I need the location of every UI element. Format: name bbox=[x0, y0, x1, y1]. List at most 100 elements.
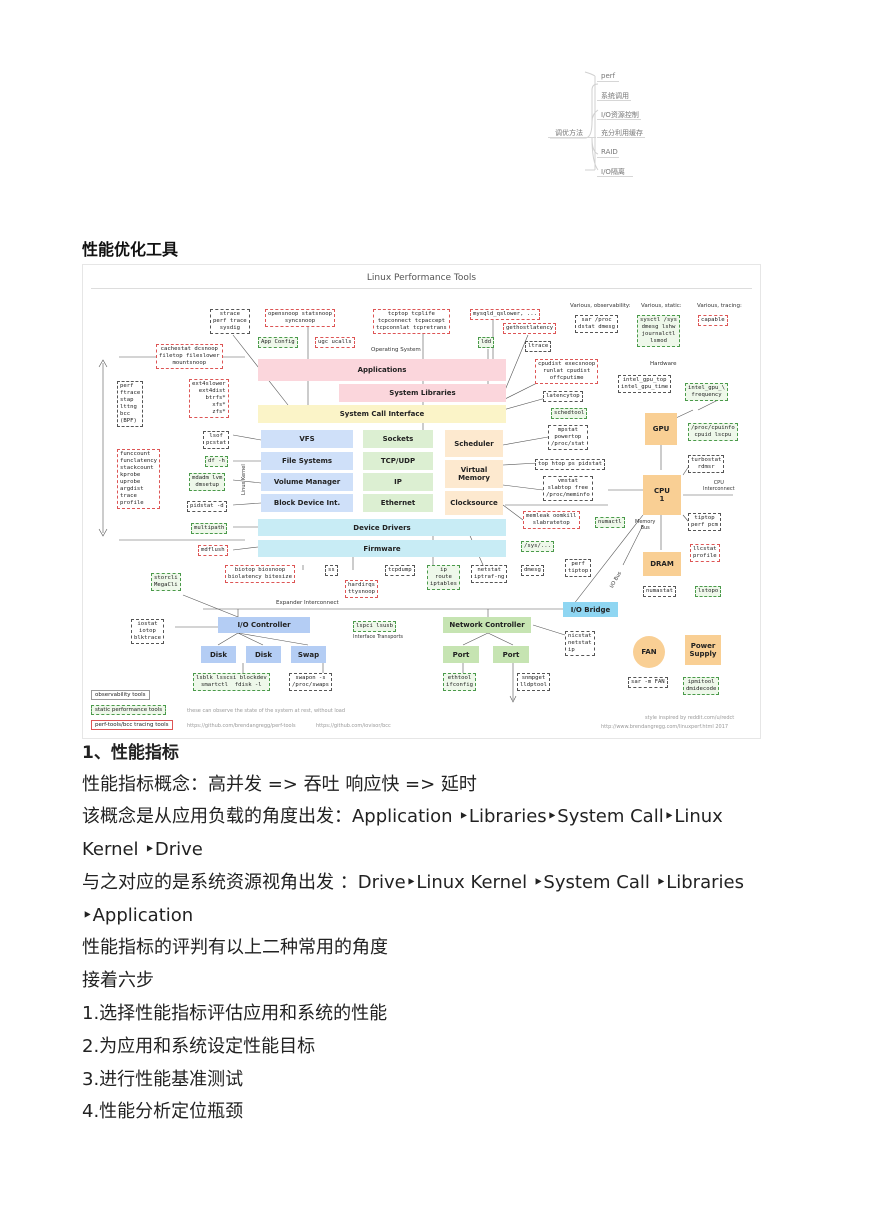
tool-app-config: App Config bbox=[258, 337, 298, 348]
tool-dmesg: dmesg bbox=[521, 565, 544, 576]
body-line-6: 性能指标的评判有以上二种常用的角度 bbox=[82, 937, 388, 958]
interface-transports-label: Interface Transports bbox=[353, 634, 404, 640]
tool-mdflush: mdflush bbox=[198, 545, 228, 556]
tool-opensnoop: opensnoop statsnoop syncsnoop bbox=[265, 309, 335, 327]
body-line-2: 该概念是从应用负载的角度出发：Application ‣Libraries‣Sy… bbox=[82, 806, 723, 827]
tool-latencytop: latencytop bbox=[543, 391, 583, 402]
tool-ipmitool: ipmitool dmidecode bbox=[683, 677, 720, 695]
tool-ss: ss bbox=[325, 565, 338, 576]
tool-tcpdump: tcpdump bbox=[385, 565, 415, 576]
hw-disk-2: Disk bbox=[246, 646, 281, 663]
tool-swapon: swapon -s /proc/swaps bbox=[289, 673, 333, 691]
cpu-interconnect-label: CPU Interconnect bbox=[703, 480, 735, 492]
tool-lspci: lspci lsusb bbox=[353, 621, 397, 632]
tool-perf-tiptop: perf tiptop bbox=[565, 559, 592, 577]
layer-system-libraries: System Libraries bbox=[339, 384, 506, 402]
tool-mdadm: mdadm lvm dmsetup bbox=[189, 473, 226, 491]
hw-swap: Swap bbox=[291, 646, 326, 663]
layer-block-device: Block Device Int. bbox=[261, 494, 353, 512]
tool-hardirqs: hardirqs ttysnoop bbox=[345, 580, 378, 598]
hw-io-bridge: I/O Bridge bbox=[563, 602, 618, 617]
tool-netstat: netstat iptraf-ng bbox=[471, 565, 508, 583]
tool-biotop: biotop biosnoop biolatency bitesize bbox=[225, 565, 295, 583]
tool-mysqld: mysqld_qslower, ... bbox=[470, 309, 540, 320]
layer-device-drivers: Device Drivers bbox=[258, 519, 506, 536]
header-tracing: Various, tracing: bbox=[697, 303, 742, 309]
linux-kernel-label: Linux Kernel bbox=[241, 464, 247, 495]
layer-clocksource: Clocksource bbox=[445, 491, 503, 515]
tool-ltrace: ltrace bbox=[525, 341, 552, 352]
tool-capable: capable bbox=[698, 315, 728, 326]
hw-power-supply: Power Supply bbox=[685, 635, 721, 665]
mindmap-branches bbox=[550, 71, 599, 171]
perf-metrics-heading: 1、性能指标 bbox=[82, 743, 179, 763]
tool-strace: strace perf trace sysdig bbox=[210, 309, 250, 334]
tool-mpstat: mpstat powertop /proc/stat bbox=[548, 425, 588, 450]
footer-url-bcc: https://github.com/iovisor/bcc bbox=[316, 723, 391, 729]
mindmap-item-cache: 充分利用缓存 bbox=[601, 129, 643, 137]
tool-iostat: iostat iotop blktrace bbox=[131, 619, 164, 644]
body-line-10: 3.进行性能基准测试 bbox=[82, 1069, 244, 1090]
tool-perf-bpf: perf ftrace stap lttng bcc (BPF) bbox=[117, 381, 144, 427]
hardware-label: Hardware bbox=[650, 361, 677, 367]
tool-turbostat: turbostat rdmsr bbox=[688, 455, 725, 473]
tool-top: top htop ps pidstat bbox=[535, 459, 605, 470]
tool-llcstat: llcstat profile bbox=[690, 544, 720, 562]
tool-ext4slower: ext4slower ext4dist btrfs* xfs* zfs* bbox=[189, 379, 229, 418]
tool-intel-gpu-frequency: intel_gpu_\ frequency bbox=[685, 383, 729, 401]
mindmap-root: 调优方法 bbox=[555, 129, 583, 137]
tool-sar-fan: sar -m FAN bbox=[628, 677, 668, 688]
tool-numactl: numactl bbox=[595, 517, 625, 528]
layer-virtual-memory: Virtual Memory bbox=[445, 460, 503, 488]
diagram-connectors bbox=[98, 317, 733, 703]
mindmap-item-raid: RAID bbox=[601, 148, 618, 156]
hw-dram: DRAM bbox=[643, 552, 681, 576]
header-static: Various, static: bbox=[641, 303, 682, 309]
layer-syscall-interface: System Call Interface bbox=[258, 405, 506, 423]
tool-sysctl: sysctl /sys dmesg lshw journalctl lsmod bbox=[637, 315, 681, 347]
header-observability: Various, observability: bbox=[570, 303, 631, 309]
legend-static: static performance tools bbox=[91, 705, 167, 715]
hw-network-controller: Network Controller bbox=[443, 617, 531, 633]
tool-nicstat: nicstat netstat ip bbox=[565, 631, 595, 656]
body-line-5: ‣Application bbox=[82, 905, 194, 926]
body-line-11: 4.性能分析定位瓶颈 bbox=[82, 1101, 244, 1122]
legend-observability: observability tools bbox=[91, 690, 150, 700]
tool-memleak: memleak oomkill slabratetop bbox=[523, 511, 580, 529]
layer-ethernet: Ethernet bbox=[363, 494, 433, 512]
body-line-4: 与之对应的是系统资源视角出发 ：Drive‣Linux Kernel ‣Syst… bbox=[82, 872, 744, 893]
tool-proc-cpuinfo: /proc/cpuinfo cpuid lscpu bbox=[688, 423, 738, 441]
hw-fan: FAN bbox=[633, 636, 665, 668]
tool-tiptop: tiptop perf pcm bbox=[688, 513, 721, 531]
tool-funccount: funccount funclatency stackcount kprobe … bbox=[117, 449, 161, 509]
mindmap-item-io-isolation: I/O隔离 bbox=[601, 168, 625, 176]
hw-gpu: GPU bbox=[645, 413, 677, 445]
section-title: 性能优化工具 bbox=[82, 240, 179, 259]
body-line-3: Kernel ‣Drive bbox=[82, 839, 203, 860]
footer-style: style inspired by reddit.com/u/redct bbox=[645, 715, 735, 721]
body-line-1: 性能指标概念：高并发 => 吞吐 响应快 => 延时 bbox=[82, 774, 477, 795]
mindmap-item-io-control: I/O资源控制 bbox=[601, 111, 639, 119]
os-label: Operating System bbox=[371, 347, 421, 353]
tool-vmstat: vmstat slabtop free /proc/meminfo bbox=[543, 476, 593, 501]
hw-io-controller: I/O Controller bbox=[218, 617, 310, 633]
legend-perftools: perf-tools/bcc tracing tools bbox=[91, 720, 173, 730]
hw-port-2: Port bbox=[493, 646, 529, 663]
layer-applications: Applications bbox=[258, 359, 506, 381]
memory-bus-label: Memory Bus bbox=[635, 519, 656, 531]
tool-lsof: lsof pcstat bbox=[203, 431, 230, 449]
layer-ip: IP bbox=[363, 473, 433, 491]
expander-label: Expander Interconnect bbox=[276, 600, 339, 606]
diagram-title: Linux Performance Tools bbox=[366, 273, 477, 283]
layer-tcp-udp: TCP/UDP bbox=[363, 452, 433, 470]
mindmap-item-perf: perf bbox=[601, 72, 616, 80]
tool-ethtool: ethtool ifconfig bbox=[443, 673, 476, 691]
tool-cachestat: cachestat dcsnoop filetop fileslower mou… bbox=[156, 344, 223, 369]
body-line-7: 接着六步 bbox=[82, 970, 154, 991]
footer-rest: these can observe the state of the syste… bbox=[187, 708, 346, 714]
tool-gethostlatency: gethostlatency bbox=[503, 323, 557, 334]
tool-tcptop: tcptop tcplife tcpconnect tcpaccept tcpc… bbox=[373, 309, 450, 334]
footer-url-perftools: https://github.com/brendangregg/perf-too… bbox=[187, 723, 296, 729]
tool-sys: /sys/... bbox=[521, 541, 554, 552]
tool-lsblk: lsblk lsscsi blockdev smartctl fdisk -l bbox=[193, 673, 270, 691]
